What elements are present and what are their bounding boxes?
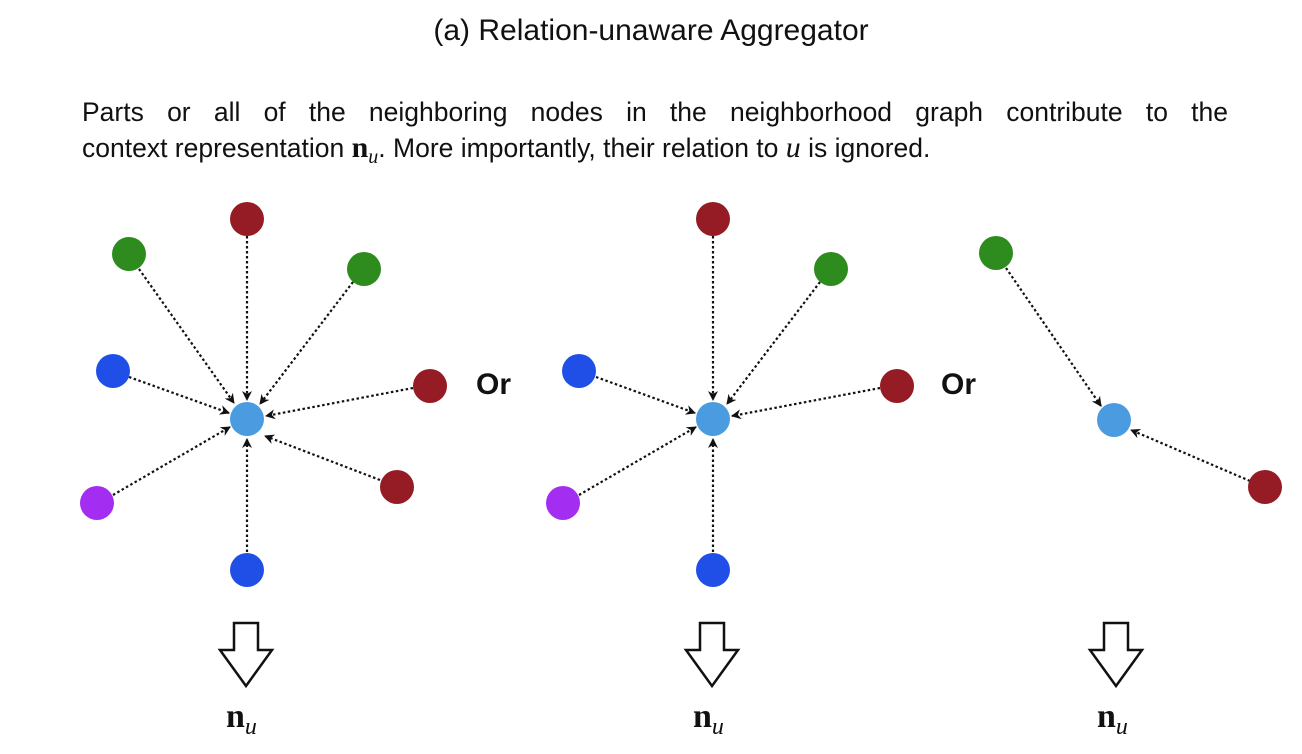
center-node — [696, 402, 730, 436]
edge-arrow — [1005, 267, 1102, 407]
neighbor-node-red — [230, 202, 264, 236]
down-arrow-icon — [683, 621, 741, 689]
neighbor-node-green — [112, 237, 146, 271]
down-arrow-icon — [217, 621, 275, 689]
edge-arrow — [726, 281, 821, 405]
edge-arrow — [595, 375, 696, 415]
edge-arrow — [264, 434, 381, 482]
output-symbol: n — [226, 698, 245, 735]
edge-arrow — [128, 375, 230, 415]
graph-all-neighbors — [80, 202, 447, 689]
figure-title: (a) Relation-unaware Aggregator — [433, 14, 869, 47]
neighbor-node-red — [380, 470, 414, 504]
neighbor-node-red — [413, 369, 447, 403]
edge-arrow — [578, 426, 697, 496]
or-separator-1: Or — [476, 368, 512, 401]
description-line-1: Parts or all of the neighboring nodes in… — [82, 97, 1228, 127]
math-u-italic: u — [785, 131, 801, 164]
math-subscript-u: u — [368, 146, 379, 168]
neighbor-node-green — [979, 236, 1013, 270]
neighbor-node-purple — [546, 486, 580, 520]
description-text-mid: . More importantly, their relation to — [378, 133, 786, 163]
output-label-1: nu — [226, 698, 257, 740]
output-subscript: u — [244, 714, 257, 740]
edge-arrow — [112, 426, 231, 496]
neighbor-node-blue — [230, 553, 264, 587]
description-text: Parts or all of the neighboring nodes in… — [82, 95, 1228, 169]
neighbor-node-red — [696, 202, 730, 236]
neighbor-node-red — [1248, 470, 1282, 504]
output-label-3: nu — [1097, 698, 1128, 740]
graph-two-neighbors — [979, 236, 1282, 689]
output-subscript: u — [711, 714, 724, 740]
edge-arrow — [265, 386, 414, 420]
output-symbol: n — [1097, 698, 1116, 735]
neighbor-node-purple — [80, 486, 114, 520]
edge-arrow — [1130, 428, 1251, 483]
neighbor-node-green — [814, 252, 848, 286]
or-separator-2: Or — [941, 368, 977, 401]
down-arrow-icon — [1087, 621, 1145, 689]
math-n-bold: n — [351, 131, 369, 164]
output-subscript: u — [1115, 714, 1128, 740]
description-line-2: context representation nu. More importan… — [82, 130, 1228, 169]
edge-arrow — [259, 281, 354, 405]
neighbor-node-blue — [562, 354, 596, 388]
output-symbol: n — [693, 698, 712, 735]
neighbor-node-red — [880, 369, 914, 403]
description-text-end: is ignored. — [800, 133, 931, 163]
neighbor-node-green — [347, 252, 381, 286]
description-text-before: context representation — [82, 133, 352, 163]
neighbor-node-blue — [696, 553, 730, 587]
edge-arrow — [731, 386, 881, 420]
center-node — [230, 402, 264, 436]
output-label-2: nu — [693, 698, 724, 740]
graph-partial-neighbors — [546, 202, 914, 689]
edge-arrow — [138, 268, 235, 404]
neighbor-node-blue — [96, 354, 130, 388]
center-node — [1097, 403, 1131, 437]
